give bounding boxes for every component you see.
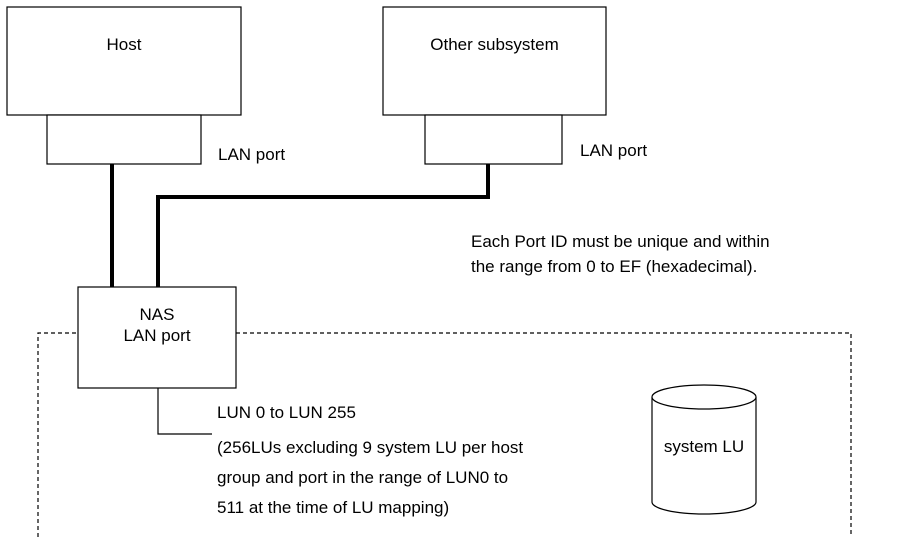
port-id-note-line1: Each Port ID must be unique and within [471, 232, 770, 251]
other-subsystem-box [382, 6, 607, 116]
system-lu-cylinder [651, 384, 757, 515]
host-label: Host [106, 35, 142, 54]
nas-label: NAS [139, 305, 175, 324]
nas-lan-port-box [77, 286, 237, 389]
system-lu-label: system LU [663, 437, 745, 456]
host-lan-port-box [46, 114, 202, 165]
host-lan-port-label: LAN port [218, 145, 286, 164]
lun-note-line2: group and port in the range of LUN0 to [217, 468, 509, 487]
lun-note-line3: 511 at the time of LU mapping) [217, 498, 450, 517]
other-subsystem-label: Other subsystem [430, 35, 559, 54]
subsystem-boundary [37, 332, 852, 537]
other-lan-port-label: LAN port [580, 141, 648, 160]
lun-range-label: LUN 0 to LUN 255 [217, 403, 356, 422]
other-to-nas-connection [156, 164, 490, 287]
other-lan-port-box [424, 114, 563, 165]
nas-lan-port-label: LAN port [123, 326, 191, 345]
lun-leader-line [157, 388, 212, 435]
lun-note-line1: (256LUs excluding 9 system LU per host [217, 438, 524, 457]
host-box [6, 6, 242, 116]
port-id-note-line2: the range from 0 to EF (hexadecimal). [471, 257, 758, 276]
